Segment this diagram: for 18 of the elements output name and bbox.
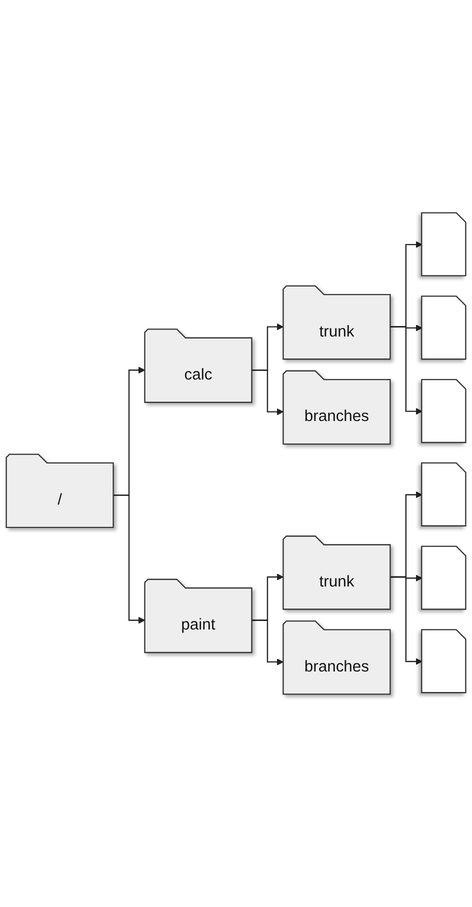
document-node: [421, 629, 466, 694]
arrow: [252, 370, 284, 416]
folder-node: trunk: [282, 285, 391, 360]
folder-node: calc: [144, 328, 252, 403]
document-node: [421, 546, 466, 610]
folder-node: branches: [282, 370, 391, 445]
folder-node: /: [6, 454, 114, 528]
document-node: [421, 296, 466, 360]
arrow: [252, 620, 284, 666]
document-node: [421, 462, 466, 526]
folder-node: branches: [282, 620, 391, 695]
arrow: [390, 326, 422, 415]
document-node: [421, 378, 466, 444]
folder-node: paint: [144, 578, 252, 654]
document-node: [421, 212, 466, 276]
folder-node: trunk: [282, 536, 391, 610]
arrow: [113, 494, 146, 624]
arrow: [390, 576, 422, 665]
